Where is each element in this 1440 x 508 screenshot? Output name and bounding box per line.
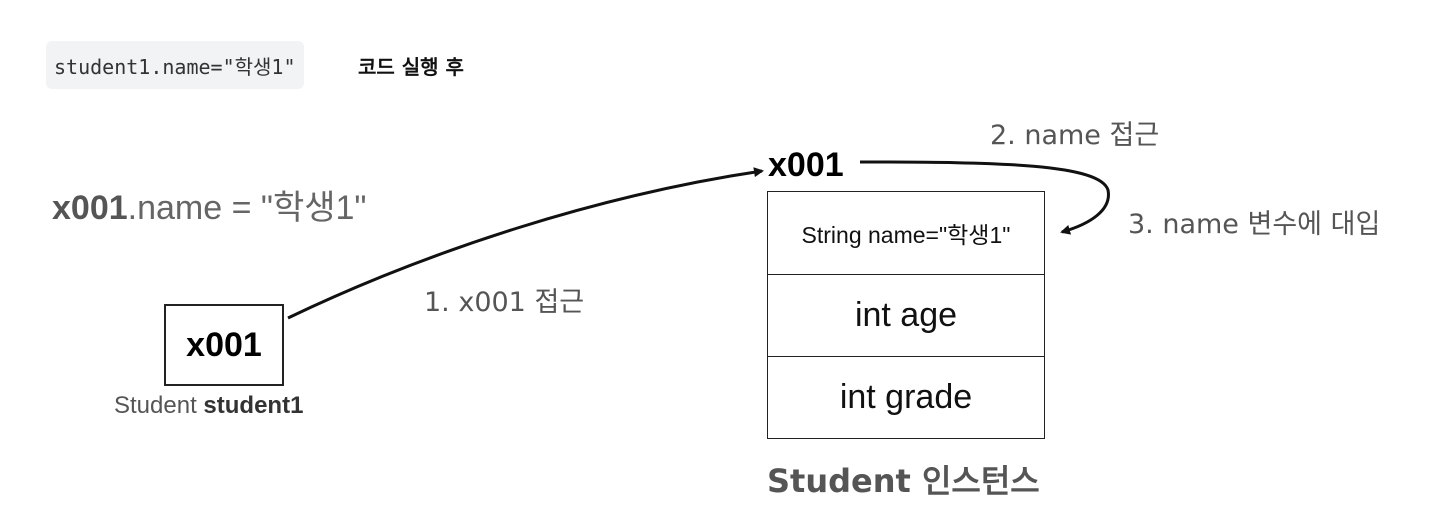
code-caption: 코드 실행 후 bbox=[358, 55, 464, 79]
expression-address: x001 bbox=[52, 189, 128, 227]
reference-type: Student bbox=[114, 392, 197, 419]
step-1-label: 1. x001 접근 bbox=[424, 287, 585, 318]
code-text: student1.name="학생1" bbox=[54, 54, 296, 79]
expression-rest: .name = "학생1" bbox=[127, 189, 367, 227]
reference-name: student1 bbox=[203, 392, 304, 419]
field-age: int age bbox=[768, 275, 1044, 357]
field-name: String name="학생1" bbox=[768, 192, 1044, 275]
reference-value: x001 bbox=[186, 325, 262, 364]
field-grade: int grade bbox=[839, 378, 973, 416]
step-2-label: 2. name 접근 bbox=[990, 120, 1160, 151]
reference-variable-box: x001 bbox=[164, 304, 284, 386]
instance-label: Student 인스턴스 bbox=[767, 462, 1040, 500]
reference-variable-label: Student student1 bbox=[114, 392, 303, 420]
instance-box: String name="학생1" int age int grade bbox=[767, 191, 1045, 439]
assignment-expression: x001.name = "학생1" bbox=[52, 180, 367, 229]
code-snippet: student1.name="학생1" bbox=[46, 41, 304, 89]
step-3-label: 3. name 변수에 대입 bbox=[1128, 209, 1381, 240]
instance-address: x001 bbox=[768, 146, 844, 184]
